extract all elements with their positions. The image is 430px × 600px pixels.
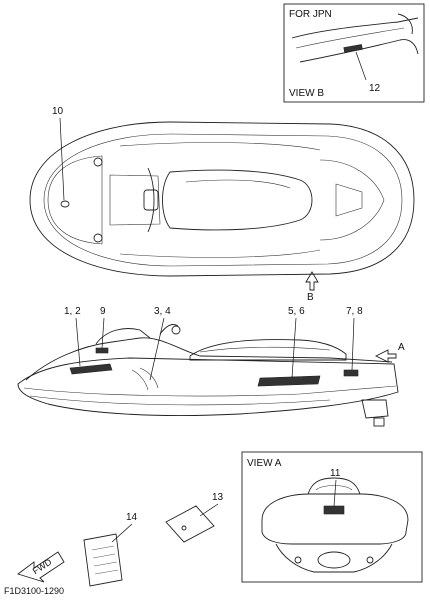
leader-7-8 xyxy=(351,317,355,371)
view-a-grab-handle xyxy=(315,485,353,491)
top-view-seat xyxy=(162,169,313,231)
callout-14: 14 xyxy=(126,512,138,523)
top-view-steering-hub xyxy=(143,189,159,211)
view-a-drain-left xyxy=(294,556,302,564)
view-a-seat-back xyxy=(307,477,361,495)
view-b-frame xyxy=(283,3,425,103)
top-view-footwell-left xyxy=(119,142,321,151)
leader-11 xyxy=(333,479,337,507)
fwd-label: FWD xyxy=(31,556,54,576)
top-view-boarding-step xyxy=(335,183,363,217)
part-13-hole xyxy=(181,525,187,531)
view-a-stern-deck xyxy=(261,493,409,545)
callout-9: 9 xyxy=(100,306,106,317)
side-view-seat-seam xyxy=(199,346,331,353)
part-14-hatch-1 xyxy=(91,545,115,551)
top-view-mirror-left xyxy=(93,157,103,167)
leader-14 xyxy=(111,523,133,543)
view-b-title-bottom: VIEW B xyxy=(289,88,324,99)
top-view-footwell-right xyxy=(119,249,321,258)
arrow-b-label: B xyxy=(307,292,314,303)
view-b-seat-edge xyxy=(291,17,419,39)
figure-code: F1D3100-1290 xyxy=(4,586,64,596)
top-view-mirror-right xyxy=(93,233,103,243)
view-b-deck-line xyxy=(299,39,419,63)
callout-7-8: 7, 8 xyxy=(346,306,363,317)
leader-10 xyxy=(59,117,65,201)
side-view-stripe-1 xyxy=(139,367,159,389)
side-view-decal-hood xyxy=(95,347,109,354)
part-13-pouch xyxy=(165,505,215,543)
top-view-stern-platform xyxy=(319,159,385,241)
part-14-hatch-3 xyxy=(93,561,118,567)
view-a-decal xyxy=(323,505,345,515)
callout-10: 10 xyxy=(52,106,64,117)
top-view: 10 B xyxy=(29,106,415,303)
side-view-seat xyxy=(189,339,347,361)
view-a-inset: VIEW A 11 xyxy=(241,451,423,583)
callout-1-2: 1, 2 xyxy=(64,306,81,317)
top-view-handlebar xyxy=(147,167,155,233)
top-view-gunwale xyxy=(43,133,403,267)
callout-3-4: 3, 4 xyxy=(154,306,171,317)
side-view-hull xyxy=(17,357,399,416)
top-view-bow-eye xyxy=(60,200,70,208)
view-b-inset: FOR JPN VIEW B 12 xyxy=(283,3,425,103)
top-view-bow-deck xyxy=(47,155,103,245)
fwd-arrow-icon xyxy=(17,551,65,583)
part-14-label-card xyxy=(83,533,123,587)
view-a-drain-right xyxy=(366,556,374,564)
arrow-a-icon xyxy=(374,349,397,363)
leader-13 xyxy=(199,503,219,517)
side-view-jet-nozzle xyxy=(361,399,389,419)
view-a-hull-bottom xyxy=(275,543,393,573)
callout-12: 12 xyxy=(369,83,381,94)
side-view: 1, 2 9 3, 4 5, 6 7, 8 A xyxy=(17,306,405,427)
view-b-seat-line xyxy=(295,27,405,49)
leader-5-6 xyxy=(291,317,297,379)
side-view-stripe-2 xyxy=(131,369,149,391)
top-view-hood xyxy=(109,174,161,226)
side-view-keel-line xyxy=(29,395,331,406)
side-view-decal-bow xyxy=(69,363,113,375)
arrow-b-icon xyxy=(305,271,319,291)
side-view-steering-knob xyxy=(171,325,181,335)
side-view-chine-line xyxy=(23,385,397,397)
top-view-hull-outline xyxy=(29,121,415,277)
loose-parts: 13 14 xyxy=(83,492,224,587)
view-a-jet-nozzle xyxy=(317,551,351,569)
side-view-handlebar xyxy=(159,323,179,335)
callout-11: 11 xyxy=(330,468,341,479)
view-b-handle xyxy=(397,13,413,35)
view-b-leader-12 xyxy=(355,51,367,81)
side-view-decal-stern xyxy=(343,369,359,377)
view-a-frame xyxy=(241,451,423,583)
part-14-hatch-2 xyxy=(92,553,116,559)
leader-1-2 xyxy=(75,317,81,367)
view-b-title-top: FOR JPN xyxy=(289,9,332,20)
fwd-arrow: FWD xyxy=(17,551,65,583)
side-view-nozzle-tip xyxy=(373,417,385,427)
side-view-hood xyxy=(95,328,151,345)
view-b-label-decal xyxy=(343,44,363,53)
side-view-deck xyxy=(25,337,393,381)
leader-3-4 xyxy=(149,317,165,381)
side-view-decal-side xyxy=(257,375,321,387)
callout-13: 13 xyxy=(212,492,224,503)
callout-5-6: 5, 6 xyxy=(288,306,305,317)
part-14-hatch-4 xyxy=(94,569,119,575)
arrow-a-label: A xyxy=(398,342,405,353)
top-view-seat-seam xyxy=(185,179,291,189)
view-a-title: VIEW A xyxy=(247,458,282,469)
leader-9 xyxy=(101,317,105,349)
